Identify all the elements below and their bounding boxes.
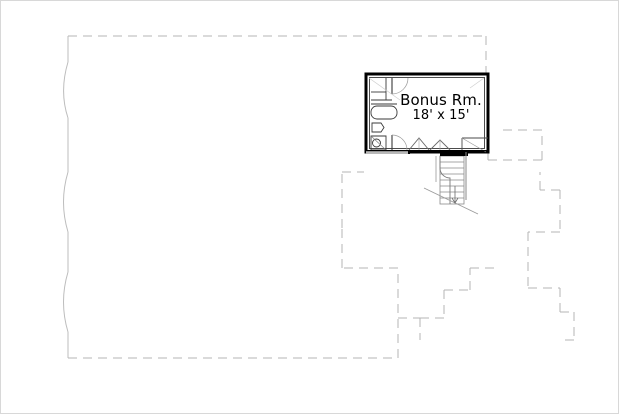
bonus-room-inner-face (369, 77, 485, 149)
bonus-room-wall-rect (364, 72, 490, 154)
bonus-room-label: Bonus Rm. 18' x 15' (381, 92, 501, 123)
stair-handrail (439, 156, 451, 204)
door-swing-bath (391, 77, 409, 95)
hip-line-upper-right (469, 77, 485, 89)
stair-arrow-head (451, 197, 459, 204)
hip-line-upper-left (368, 77, 401, 101)
bonus-room-dimensions: 18' x 15' (412, 107, 470, 123)
stair-treads (440, 161, 464, 199)
bonus-room-bottom-wall (366, 150, 488, 152)
right-box-diagonal (461, 137, 487, 153)
outline-left-bay-middle (63, 171, 69, 233)
outline-left-bay-upper (63, 61, 69, 119)
toilet-fixture (371, 122, 385, 133)
roof-hip-lines (368, 77, 485, 101)
bath-closet-zone (370, 77, 409, 151)
wall-sill-a (408, 150, 410, 154)
bonus-room-walls (364, 72, 490, 154)
bathtub-fixture (370, 105, 398, 120)
vanity-corner-diagonal (370, 135, 387, 151)
lower-floor-outline (63, 35, 575, 359)
staircase (366, 150, 488, 215)
stair-head-wall (440, 150, 468, 156)
sink-basin (372, 138, 381, 148)
stair-break-line (423, 187, 479, 215)
outline-left-bay-lower (63, 271, 69, 333)
door-swing-closet (391, 134, 408, 151)
lower-wall-band-left (366, 150, 408, 154)
bonus-room-name: Bonus Rm. (400, 91, 482, 109)
